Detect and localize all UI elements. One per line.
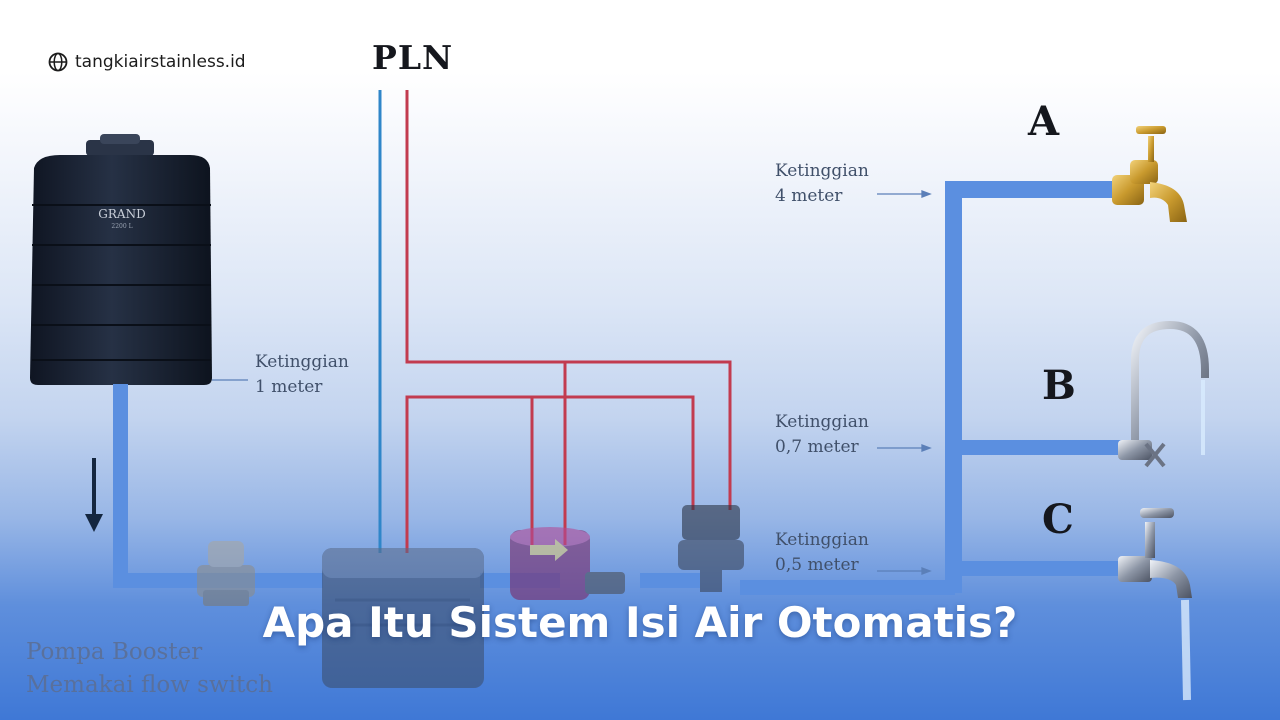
- flow-down-arrow: [85, 458, 103, 532]
- outlet-letter-b: B: [1042, 362, 1076, 409]
- pln-label: PLN: [372, 38, 454, 77]
- pump-caption-line1: Pompa Booster: [26, 639, 203, 665]
- tank-capacity: 2200 L: [111, 223, 132, 230]
- tank-height-line2: 1 meter: [255, 377, 323, 397]
- globe-icon: [48, 52, 68, 72]
- check-valve: [197, 541, 255, 606]
- chrome-faucet-c: [1118, 508, 1192, 701]
- water-tank: GRAND 2200 L: [30, 134, 212, 385]
- pump-caption-line2: Memakai flow switch: [26, 672, 273, 698]
- tank-height-line1: Ketinggian: [255, 352, 349, 372]
- tank-brand: GRAND: [98, 207, 145, 221]
- outlet-a-height-line2: 4 meter: [775, 186, 843, 206]
- outlet-b-height-line1: Ketinggian: [775, 412, 869, 432]
- tank-height-label: Ketinggian 1 meter: [255, 350, 349, 400]
- outlet-c-height-line1: Ketinggian: [775, 530, 869, 550]
- outlet-c-height-label: Ketinggian 0,5 meter: [775, 528, 869, 578]
- outlet-b-height-line2: 0,7 meter: [775, 437, 859, 457]
- outlet-c-height-line2: 0,5 meter: [775, 555, 859, 575]
- outlet-letter-a: A: [1028, 98, 1060, 145]
- outlet-a-height-label: Ketinggian 4 meter: [775, 159, 869, 209]
- pressure-switch: [678, 505, 744, 592]
- booster-pump: [322, 548, 484, 688]
- chrome-faucet-b: [1118, 320, 1209, 468]
- site-name: tangkiairstainless.id: [75, 52, 246, 72]
- outlet-b-height-label: Ketinggian 0,7 meter: [775, 410, 869, 460]
- brass-faucet-a: [1112, 126, 1187, 222]
- flow-switch: [510, 527, 625, 600]
- pump-caption: Pompa Booster Memakai flow switch: [26, 636, 273, 702]
- outlet-a-height-line1: Ketinggian: [775, 161, 869, 181]
- pln-wiring: [378, 90, 732, 553]
- headline-title: Apa Itu Sistem Isi Air Otomatis?: [262, 598, 1018, 647]
- outlet-letter-c: C: [1042, 496, 1074, 543]
- site-watermark: tangkiairstainless.id: [48, 52, 246, 72]
- label-pointers: [212, 190, 932, 575]
